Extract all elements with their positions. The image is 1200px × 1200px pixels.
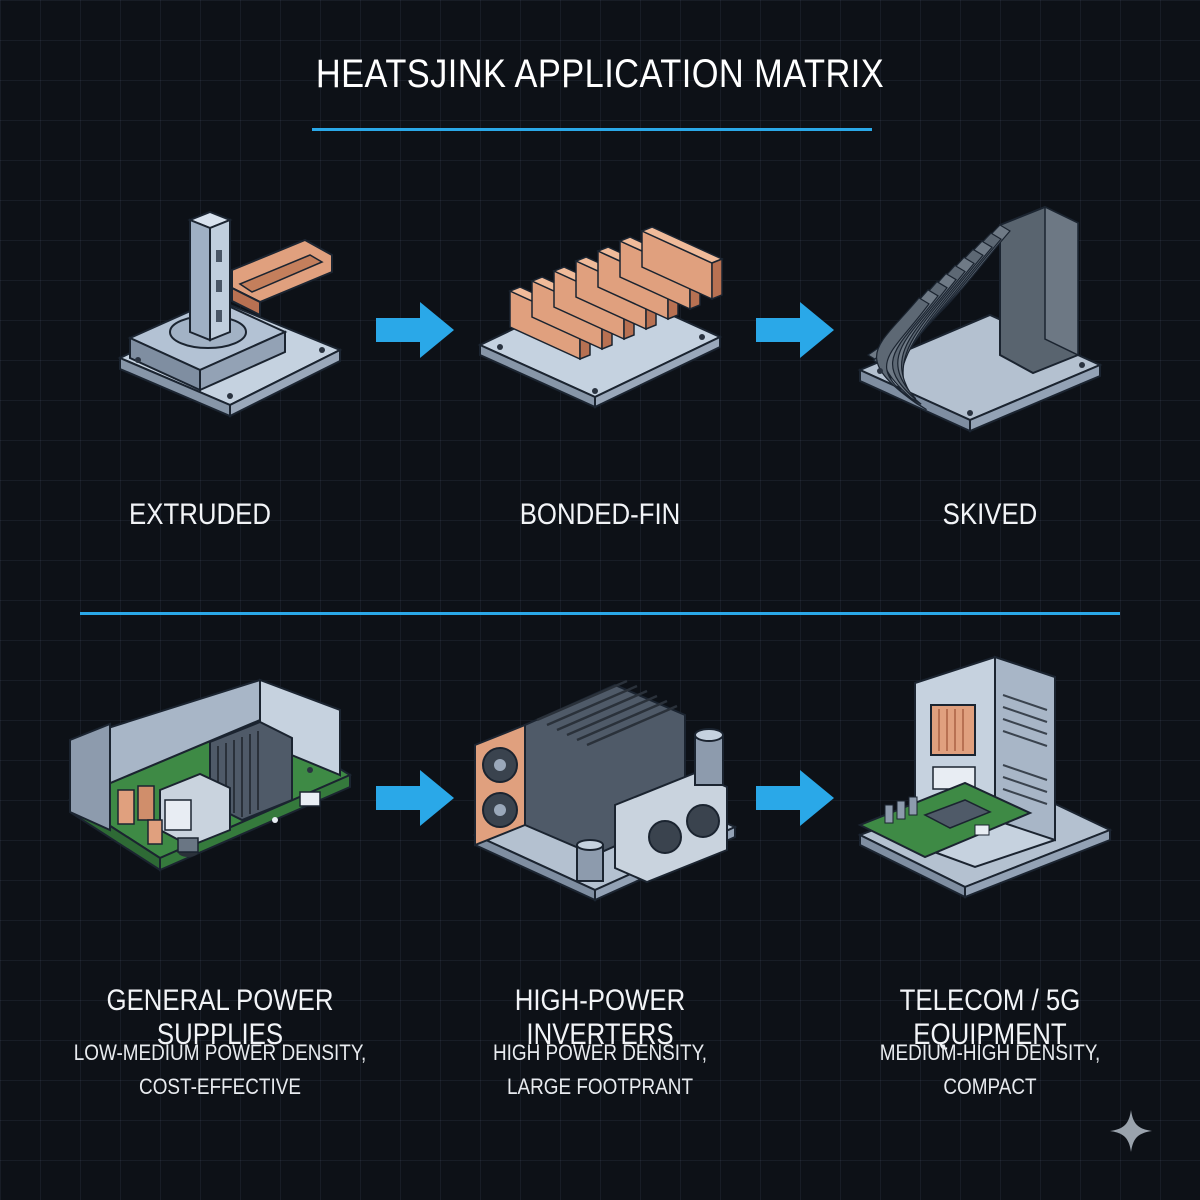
skived-heatsink-illustration bbox=[857, 205, 1103, 433]
power-supply-illustration bbox=[67, 678, 353, 872]
desc-line: MEDIUM-HIGH DENSITY, bbox=[879, 1040, 1101, 1065]
application-label-power-supplies: GENERAL POWER SUPPLIES bbox=[106, 984, 334, 1051]
telecom-equipment-illustration bbox=[857, 655, 1113, 899]
desc-line: LOW-MEDIUM POWER DENSITY, bbox=[73, 1040, 367, 1065]
page-title: HEATSJINK APPLICATION MATRIX bbox=[315, 52, 885, 96]
type-label-bonded-fin: BONDED-FIN bbox=[519, 498, 681, 531]
arrow-right-icon bbox=[376, 302, 454, 358]
sparkle-icon bbox=[1110, 1110, 1152, 1152]
application-desc-telecom: MEDIUM-HIGH DENSITY, COMPACT bbox=[835, 1036, 1145, 1104]
type-label-extruded: EXTRUDED bbox=[129, 498, 271, 531]
application-desc-power-supplies: LOW-MEDIUM POWER DENSITY, COST-EFFECTIVE bbox=[65, 1036, 375, 1104]
title-underline bbox=[312, 128, 872, 131]
desc-line: COST-EFFECTIVE bbox=[139, 1074, 301, 1099]
arrow-right-icon bbox=[376, 770, 454, 826]
application-desc-inverters: HIGH POWER DENSITY, LARGE FOOTPRANT bbox=[445, 1036, 755, 1104]
application-label-inverters: HIGH-POWER INVERTERS bbox=[514, 984, 686, 1051]
desc-line: HIGH POWER DENSITY, bbox=[492, 1040, 708, 1065]
arrow-right-icon bbox=[756, 302, 834, 358]
heatsink-fin bbox=[711, 257, 723, 301]
application-label-telecom: TELECOM / 5G EQUIPMENT bbox=[899, 984, 1081, 1051]
heatsink-fin bbox=[875, 297, 930, 411]
type-label-skived: SKIVED bbox=[942, 498, 1038, 531]
desc-line: COMPACT bbox=[943, 1074, 1037, 1099]
desc-line: LARGE FOOTPRANT bbox=[506, 1074, 694, 1099]
section-divider bbox=[80, 612, 1120, 615]
bonded-fin-heatsink-illustration bbox=[477, 226, 724, 409]
arrow-right-icon bbox=[756, 770, 834, 826]
inverter-illustration bbox=[472, 679, 738, 902]
extruded-heatsink-illustration bbox=[117, 210, 343, 418]
